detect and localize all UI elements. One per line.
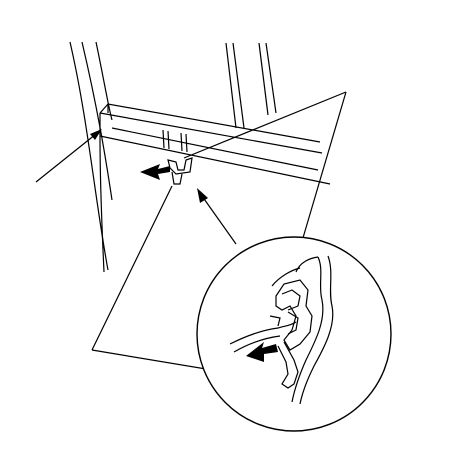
detail-clip-inner	[282, 290, 300, 310]
pillar-edge-inner	[82, 42, 112, 200]
post-1-right	[233, 43, 244, 128]
detail-clip	[230, 280, 312, 388]
clip-body	[168, 158, 192, 174]
post-2-left	[259, 43, 268, 115]
push-arrow-head	[140, 164, 170, 180]
leader-arrow-1	[90, 129, 102, 140]
rail-inner-line	[112, 128, 318, 170]
detail-circle	[197, 237, 391, 431]
right-posts	[226, 43, 276, 128]
detail-trim-edge	[230, 322, 296, 344]
detail-clip-body	[276, 280, 312, 350]
detail-clip-hook	[270, 316, 280, 326]
detail-clip-inner-2	[288, 312, 298, 334]
cross-member	[100, 104, 330, 184]
detail-clip-tab	[278, 342, 298, 388]
leader-to-panel-edge	[36, 129, 102, 182]
post-1-left	[226, 43, 236, 128]
pillar-edge-lower	[100, 138, 104, 272]
rail-bottom-edge	[100, 136, 330, 184]
cone-upper-1	[184, 92, 346, 158]
slot-1b	[168, 131, 169, 149]
retaining-clip	[168, 158, 192, 184]
leader-line-2	[202, 196, 236, 244]
detail-panel	[272, 256, 333, 404]
detail-top-curve	[296, 257, 318, 272]
left-pillar	[70, 42, 112, 272]
slot-2b	[186, 134, 187, 152]
detail-top-curve-2	[272, 268, 300, 286]
detail-panel-edge-1	[292, 257, 323, 402]
pillar-edge-outer	[70, 42, 108, 270]
post-2-right	[266, 43, 276, 113]
push-direction-arrow	[140, 164, 170, 180]
cone-lower-1	[92, 186, 172, 350]
magnified-clip-detail	[197, 237, 391, 431]
slot-2a	[181, 133, 182, 151]
clip-tab	[172, 172, 182, 184]
leader-arrow-2	[197, 188, 208, 203]
slot-1a	[163, 130, 164, 148]
rail-slots	[163, 130, 187, 152]
rail-top-face	[100, 113, 322, 153]
leader-line-1	[36, 134, 96, 182]
detail-trim-edge-2	[234, 336, 280, 352]
detail-panel-edge-2	[300, 256, 333, 404]
detail-push-arrow	[246, 342, 278, 362]
leader-to-detail	[197, 188, 236, 244]
cone-upper-2	[300, 92, 346, 248]
rail-top-edge	[100, 104, 320, 142]
